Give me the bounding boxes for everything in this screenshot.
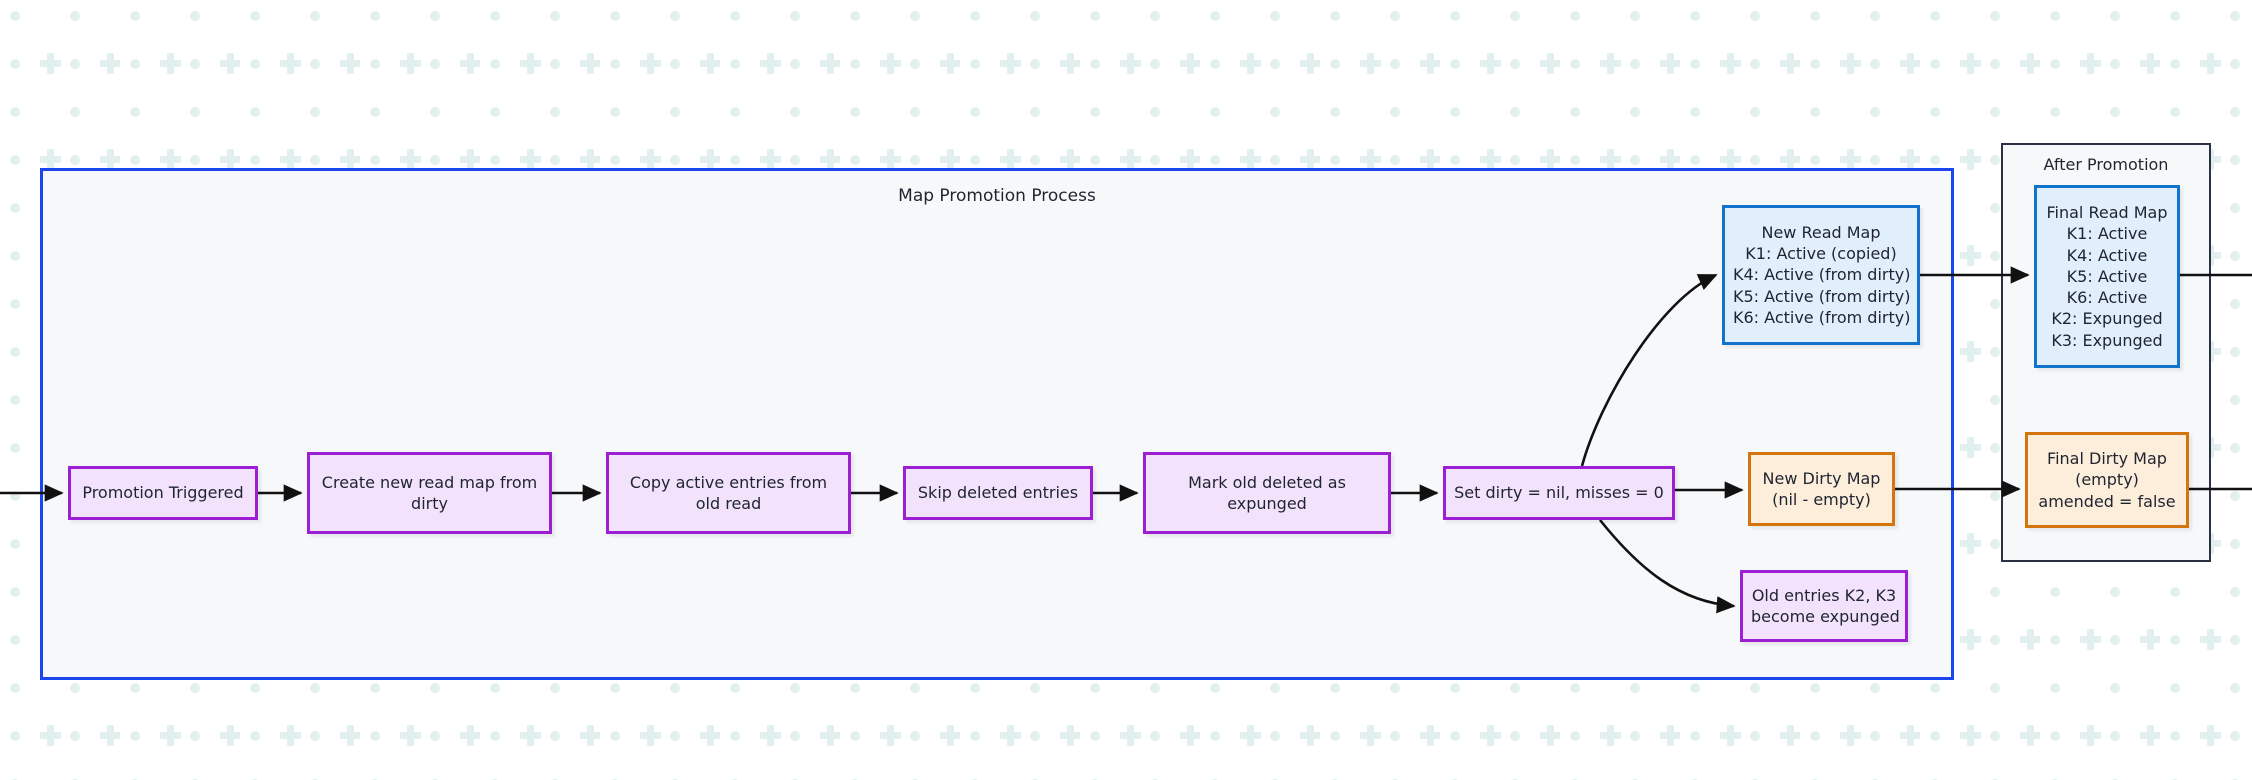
node-label: Mark old deleted as: [1188, 472, 1346, 492]
node-label: Set dirty = nil, misses = 0: [1454, 483, 1664, 503]
node-label: Skip deleted entries: [917, 483, 1079, 503]
node-old-entries-become-expunged[interactable]: Old entries K2, K3 become expunged: [1740, 570, 1908, 642]
node-label: K5: Active (from dirty): [1733, 286, 1911, 306]
node-new-dirty-map[interactable]: New Dirty Map (nil - empty): [1748, 452, 1895, 526]
node-set-dirty-nil-misses-zero[interactable]: Set dirty = nil, misses = 0: [1443, 466, 1675, 520]
node-label: become expunged: [1751, 607, 1900, 626]
node-label: K4: Active (from dirty): [1733, 265, 1911, 285]
node-label: (empty): [2075, 470, 2139, 490]
node-label: K5: Active: [2066, 266, 2148, 286]
node-label: dirty: [411, 494, 448, 513]
node-label: New Dirty Map: [1762, 468, 1881, 488]
node-label: expunged: [1227, 494, 1307, 513]
node-final-dirty-map[interactable]: Final Dirty Map (empty) amended = false: [2025, 432, 2189, 528]
node-label: K6: Active (from dirty): [1733, 307, 1911, 327]
subgraph-map-promotion-process: Map Promotion Process: [40, 168, 1954, 680]
node-final-read-map[interactable]: Final Read Map K1: Active K4: Active K5:…: [2034, 185, 2180, 368]
node-label: New Read Map: [1761, 222, 1881, 242]
node-label: Final Dirty Map: [2047, 449, 2167, 469]
node-label: Final Read Map: [2046, 203, 2168, 223]
node-new-read-map[interactable]: New Read Map K1: Active (copied) K4: Act…: [1722, 205, 1920, 345]
node-create-new-read-map-from-dirty[interactable]: Create new read map from dirty: [307, 452, 552, 534]
node-label: Copy active entries from: [629, 472, 828, 492]
node-label: Old entries K2, K3: [1751, 585, 1897, 605]
node-label: K1: Active: [2066, 224, 2148, 244]
subgraph-title-after-promotion: After Promotion: [2043, 155, 2169, 174]
node-copy-active-entries-from-old-read[interactable]: Copy active entries from old read: [606, 452, 851, 534]
node-label: old read: [695, 494, 762, 513]
node-mark-old-deleted-as-expunged[interactable]: Mark old deleted as expunged: [1143, 452, 1391, 534]
node-promotion-triggered[interactable]: Promotion Triggered: [68, 466, 258, 520]
node-label: (nil - empty): [1772, 490, 1871, 509]
subgraph-title-map-promotion-process: Map Promotion Process: [898, 186, 1096, 206]
node-label: K1: Active (copied): [1745, 244, 1897, 264]
node-skip-deleted-entries[interactable]: Skip deleted entries: [903, 466, 1093, 520]
node-label: Create new read map from: [321, 472, 538, 492]
node-label: K4: Active: [2066, 245, 2148, 265]
node-label: K6: Active: [2066, 288, 2148, 308]
node-label: K3: Expunged: [2051, 330, 2163, 350]
node-label: K2: Expunged: [2051, 309, 2163, 329]
node-label: Promotion Triggered: [82, 483, 244, 503]
node-label: amended = false: [2038, 491, 2176, 511]
